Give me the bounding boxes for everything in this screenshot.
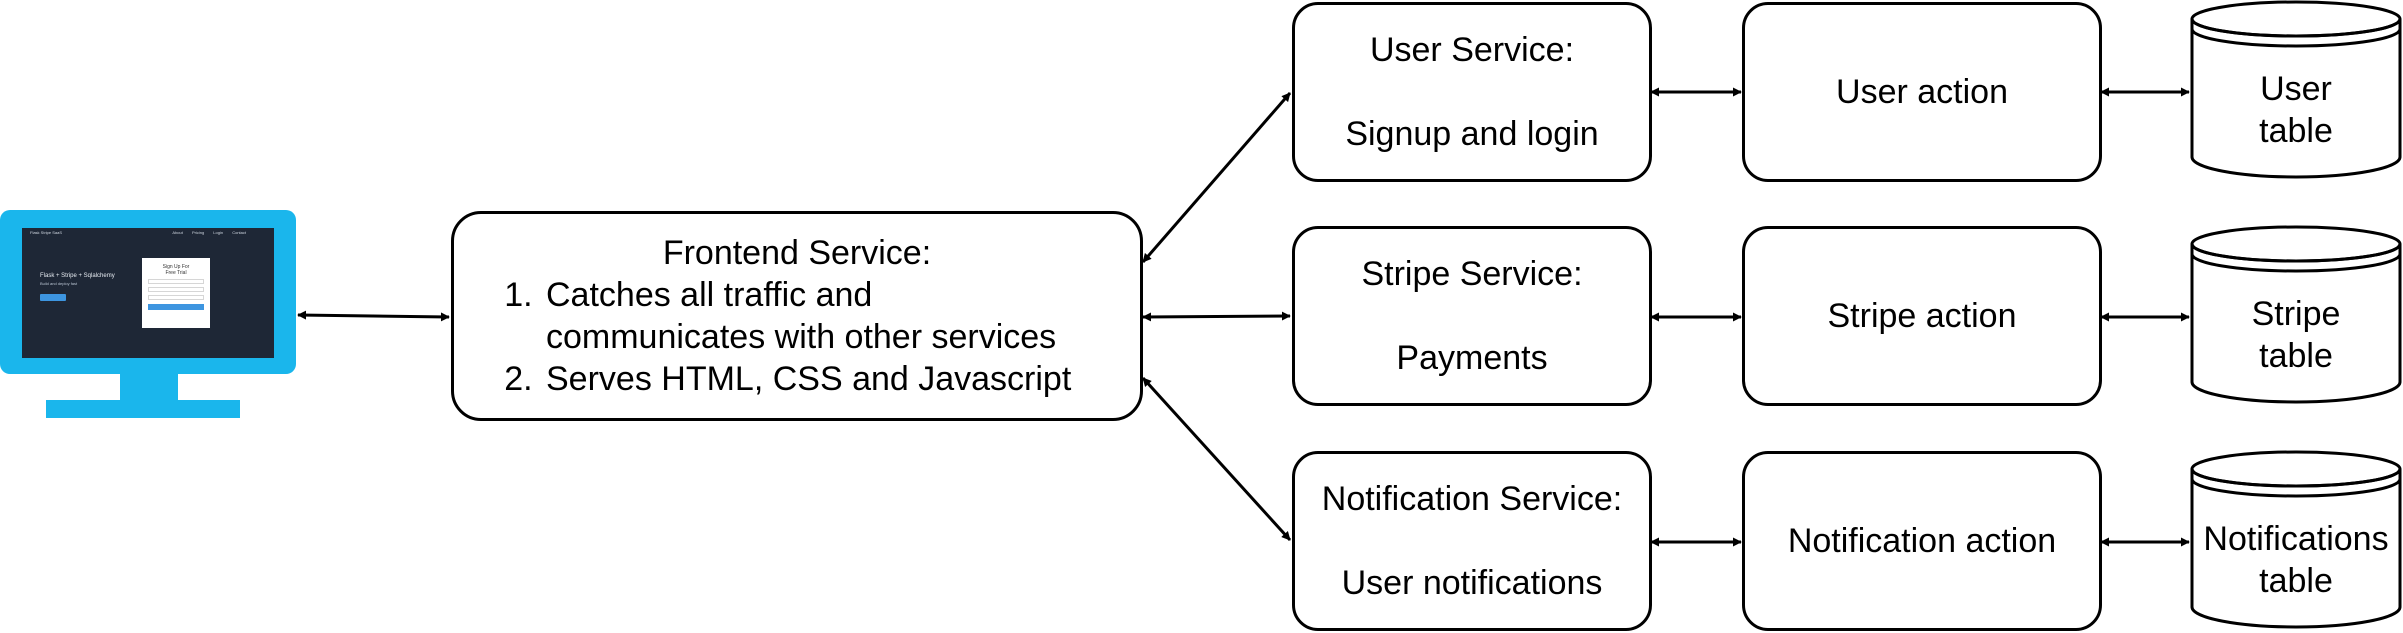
user-service-box: User Service: Signup and login — [1292, 2, 1652, 182]
user-table-label-line1: User — [2260, 70, 2332, 108]
database-cylinder-notifications — [2190, 450, 2402, 629]
notification-service-box: Notification Service: User notifications — [1292, 451, 1652, 631]
stripe-table-label: Stripe table — [2192, 275, 2400, 395]
stripe-service-box: Stripe Service: Payments — [1292, 226, 1652, 406]
connector-frontend-user-service — [1141, 92, 1292, 263]
screen-form-title-line2: Free Trial — [165, 270, 187, 276]
notifications-table-label: Notifications table — [2192, 500, 2400, 620]
stripe-table-label-line2: table — [2259, 337, 2333, 375]
screen-nav-links: About Pricing Login Contact — [172, 230, 246, 235]
screen-brand: Flask Stripe SaaS — [30, 230, 63, 235]
frontend-service-box: Frontend Service: Catches all traffic an… — [451, 211, 1143, 421]
screen-form-submit — [148, 304, 204, 310]
notification-service-description: User notifications — [1341, 564, 1603, 602]
stripe-service-title: Stripe Service: — [1361, 255, 1583, 293]
stripe-action-label: Stripe action — [1827, 297, 2017, 335]
connector-frontend-notification-service — [1141, 376, 1292, 542]
screen-hero-title: Flask + Stripe + Sqlalchemy — [40, 273, 115, 279]
user-table-label-line2: table — [2259, 112, 2333, 150]
frontend-service-title: Frontend Service: — [662, 234, 932, 272]
monitor-screen: Flask Stripe SaaS About Pricing Login Co… — [22, 228, 274, 358]
user-service-description: Signup and login — [1345, 115, 1599, 153]
notifications-table-label-line1: Notifications — [2203, 520, 2389, 558]
frontend-service-item: Serves HTML, CSS and Javascript — [542, 358, 1086, 400]
connector-frontend-stripe-service — [1142, 311, 1291, 322]
notification-service-title: Notification Service: — [1321, 480, 1623, 518]
screen-cta-button — [40, 294, 66, 301]
screen-hero: Flask + Stripe + Sqlalchemy Build and de… — [40, 272, 130, 288]
notifications-table-label-line2: table — [2259, 562, 2333, 600]
frontend-service-list: Catches all traffic and communicates wit… — [502, 274, 1086, 400]
stripe-action-box: Stripe action — [1742, 226, 2102, 406]
monitor-stand-neck — [120, 370, 178, 400]
screen-navbar: Flask Stripe SaaS About Pricing Login Co… — [22, 228, 274, 238]
monitor-stand-base — [46, 400, 240, 418]
notification-action-label: Notification action — [1787, 522, 2057, 560]
user-action-label: User action — [1836, 73, 2008, 111]
user-table-label: User table — [2192, 50, 2400, 170]
screen-form-field — [148, 279, 204, 284]
database-cylinder-user — [2190, 0, 2402, 179]
stripe-table-label-line1: Stripe — [2251, 295, 2341, 333]
connector-client-frontend — [297, 310, 450, 322]
screen-signup-form: Sign Up For Free Trial — [142, 258, 210, 328]
screen-form-field — [148, 287, 204, 292]
stripe-service-description: Payments — [1396, 339, 1548, 377]
database-cylinder-stripe — [2190, 225, 2402, 404]
frontend-service-item: Catches all traffic and communicates wit… — [542, 274, 1086, 358]
notification-action-box: Notification action — [1742, 451, 2102, 631]
user-action-box: User action — [1742, 2, 2102, 182]
monitor-icon: Flask Stripe SaaS About Pricing Login Co… — [0, 210, 296, 418]
monitor-bezel: Flask Stripe SaaS About Pricing Login Co… — [0, 210, 296, 374]
screen-hero-subtitle: Build and deploy fast — [40, 281, 78, 286]
user-service-title: User Service: — [1369, 31, 1575, 69]
screen-form-title-line1: Sign Up For — [162, 264, 190, 270]
screen-form-field — [148, 295, 204, 300]
